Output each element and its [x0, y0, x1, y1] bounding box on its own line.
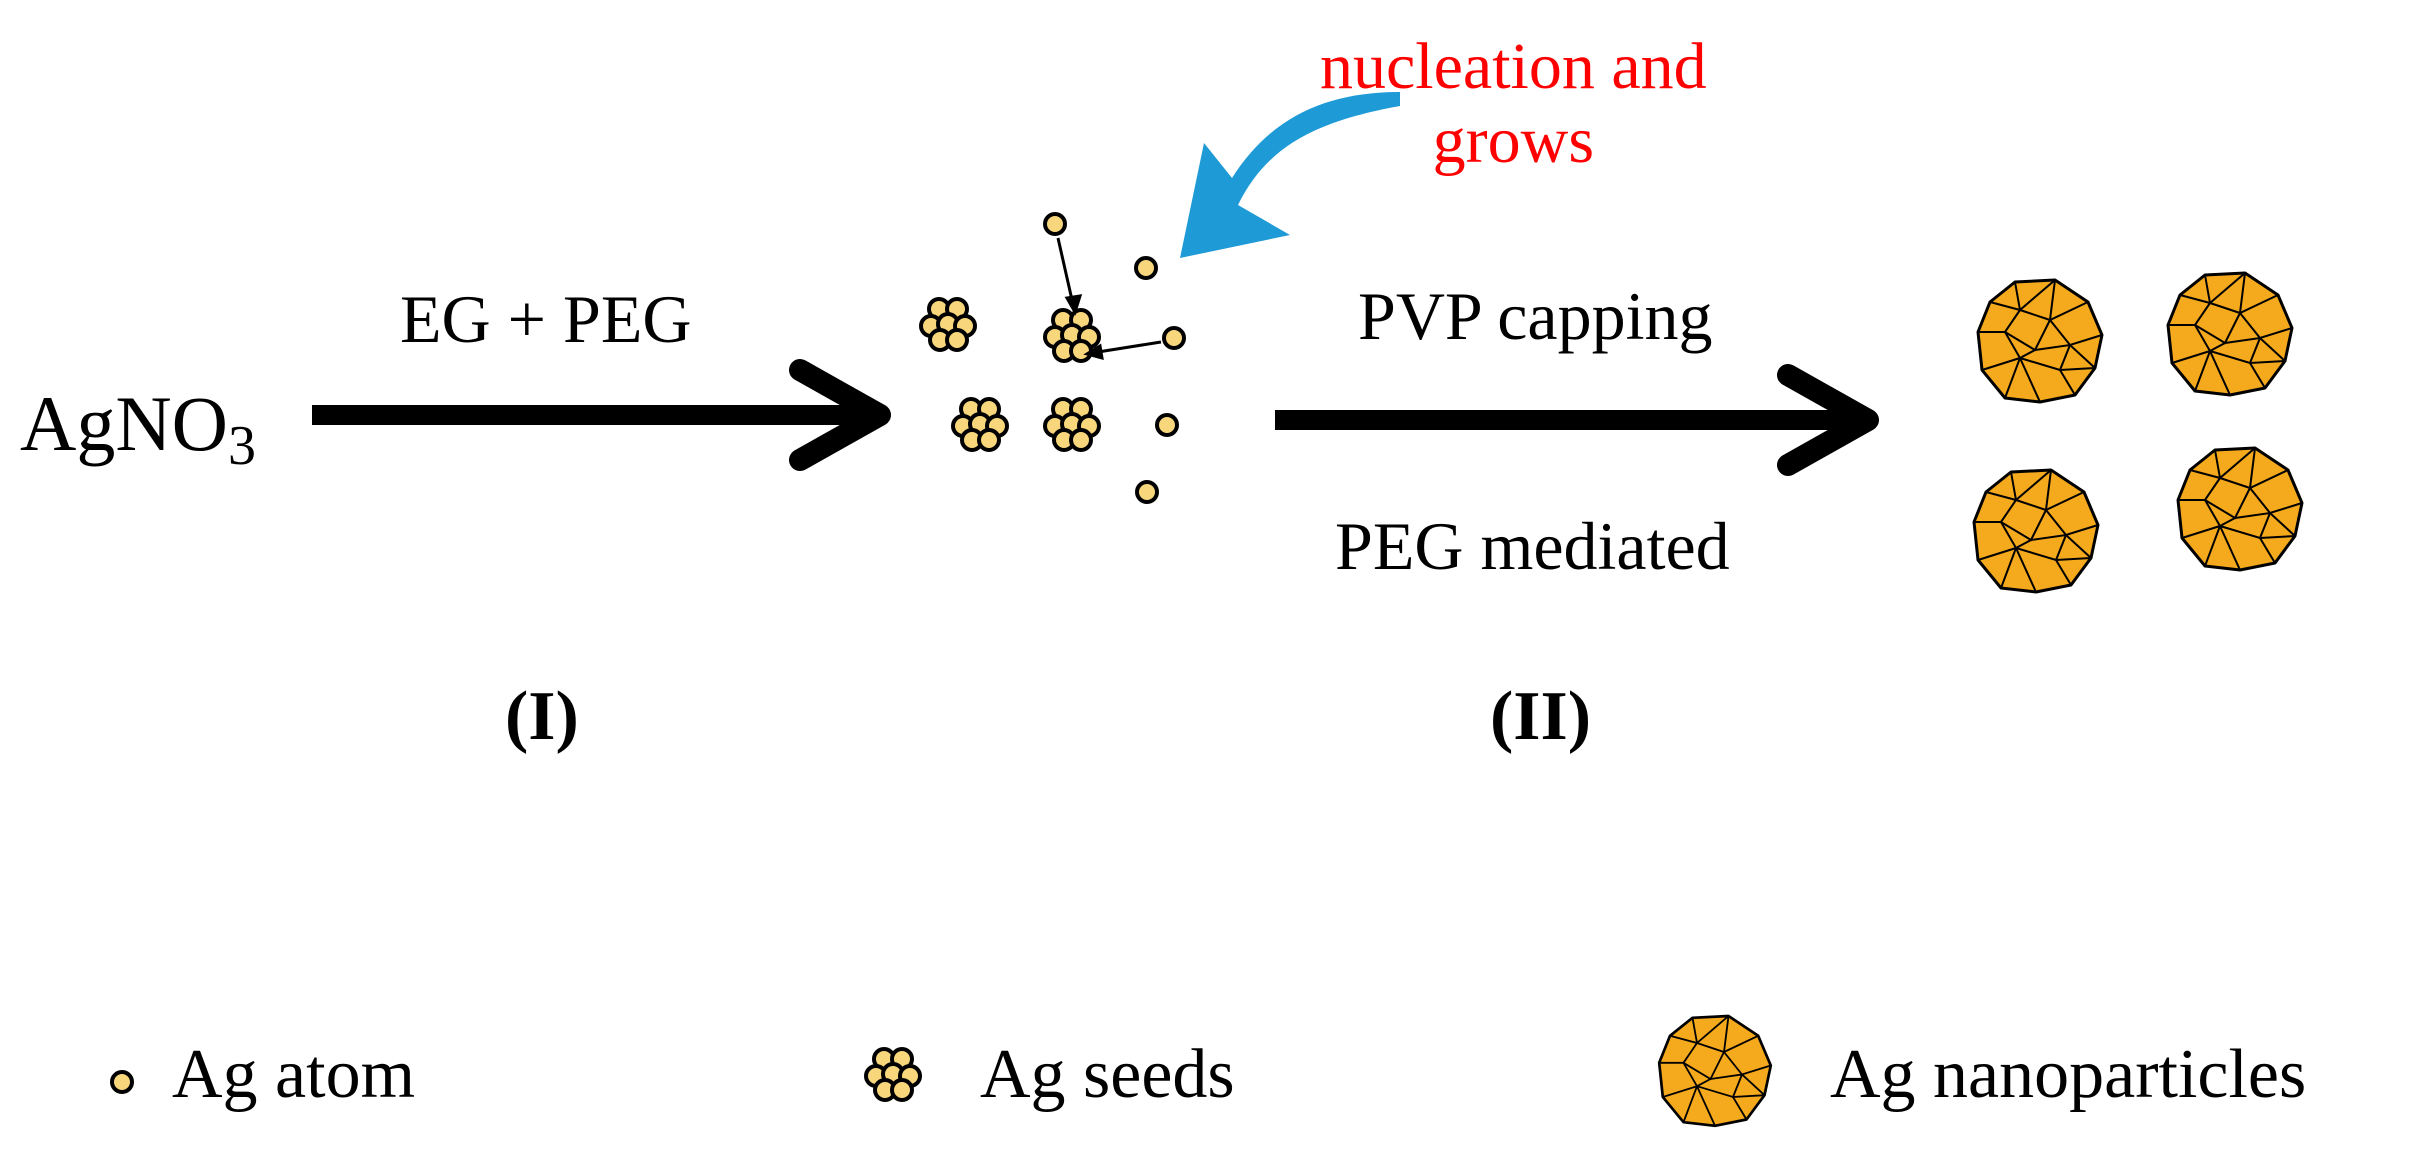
step2-condition-top: PVP capping [1358, 278, 1713, 354]
legend-ag-atom-label: Ag atom [172, 1036, 416, 1113]
step1-condition: EG + PEG [400, 281, 692, 357]
ag-nanoparticles-product [1972, 271, 2304, 594]
legend-ag-atom-icon [110, 1070, 134, 1094]
nucleation-arrow-icon [1180, 92, 1400, 258]
ag-seeds-cluster [919, 297, 1101, 452]
legend-ag-nanoparticle-icon [1657, 1014, 1773, 1128]
reaction-arrow-step2 [1275, 364, 1879, 476]
step1-label: (I) [505, 678, 579, 755]
legend-ag-seeds-icon [864, 1047, 922, 1102]
nucleation-annotation-line2: grows [1432, 103, 1594, 177]
step2-label: (II) [1490, 678, 1592, 755]
step2-condition-bottom: PEG mediated [1335, 508, 1730, 584]
nucleation-annotation-line1: nucleation and [1320, 30, 1707, 103]
legend-ag-seeds-label: Ag seeds [980, 1036, 1235, 1113]
atom-attach-arrows [1056, 237, 1162, 361]
reagent-label: AgNO3 [20, 380, 256, 477]
reaction-arrow-step1 [312, 359, 891, 471]
nucleation-annotation: nucleation and grows [1320, 30, 1707, 178]
legend-ag-nanoparticles-label: Ag nanoparticles [1830, 1036, 2307, 1113]
